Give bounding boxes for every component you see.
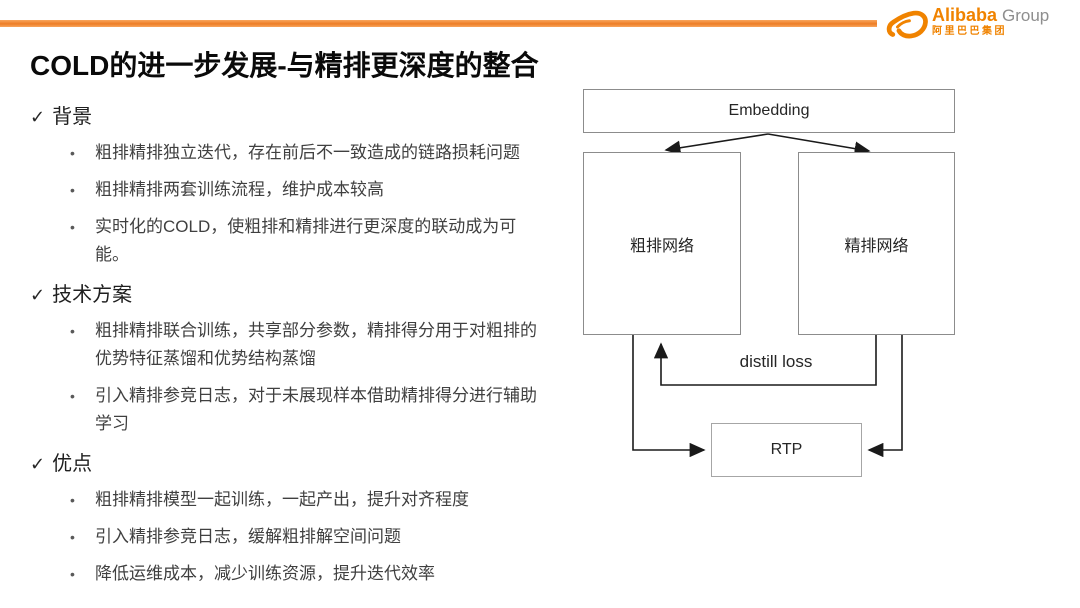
bullet-marker: • <box>70 145 75 161</box>
logo-suffix: Group <box>1002 6 1050 25</box>
bullet-text: 粗排精排两套训练流程，维护成本较高 <box>95 180 384 199</box>
logo-name: Alibaba <box>932 5 998 25</box>
content-column: ✓ 背景 • 粗排精排独立迭代，存在前后不一致造成的链路损耗问题 • 粗排精排两套训… <box>30 104 546 601</box>
bullet-list: • 粗排精排模型一起训练，一起产出，提升对齐程度 • 引入精排参竞日志，缓解粗排解空… <box>30 486 546 588</box>
rtp-box: RTP <box>711 423 862 477</box>
bullet-marker: • <box>70 323 75 339</box>
bullet-list: • 粗排精排独立迭代，存在前后不一致造成的链路损耗问题 • 粗排精排两套训练流程，维… <box>30 139 546 269</box>
bullet-text: 引入精排参竞日志，缓解粗排解空间问题 <box>95 527 401 546</box>
bullet-marker: • <box>70 388 75 404</box>
logo-subtext: 阿里巴巴集团 <box>932 26 1007 37</box>
bullet-text: 粗排精排独立迭代，存在前后不一致造成的链路损耗问题 <box>95 143 520 162</box>
bullet-text: 降低运维成本，减少训练资源，提升迭代效率 <box>95 564 435 583</box>
bullet-text: 实时化的COLD，使粗排和精排进行更深度的联动成为可能。 <box>95 217 517 264</box>
alibaba-mark-icon <box>886 10 928 39</box>
bullet-item: • 引入精排参竞日志，对于未展现样本借助精排得分进行辅助学习 <box>70 382 546 438</box>
section-background: ✓ 背景 • 粗排精排独立迭代，存在前后不一致造成的链路损耗问题 • 粗排精排两套训… <box>30 104 546 269</box>
accent-bar <box>0 20 877 27</box>
alibaba-logo: Alibaba Group 阿里巴巴集团 <box>886 6 1066 46</box>
coarse-ranking-network-box: 粗排网络 <box>583 152 741 335</box>
bullet-item: • 降低运维成本，减少训练资源，提升迭代效率 <box>70 560 546 588</box>
section-advantages: ✓ 优点 • 粗排精排模型一起训练，一起产出，提升对齐程度 • 引入精排参竞日志，缓… <box>30 451 546 588</box>
bullet-text: 引入精排参竞日志，对于未展现样本借助精排得分进行辅助学习 <box>95 386 537 433</box>
bullet-item: • 粗排精排模型一起训练，一起产出，提升对齐程度 <box>70 486 546 514</box>
section-heading-row: ✓ 背景 <box>30 104 546 130</box>
logo-text: Alibaba Group 阿里巴巴集团 <box>932 6 1049 37</box>
checkmark-icon: ✓ <box>30 285 46 305</box>
checkmark-icon: ✓ <box>30 107 46 127</box>
distill-loss-label: distill loss <box>739 352 813 371</box>
section-heading: 背景 <box>52 106 93 128</box>
checkmark-icon: ✓ <box>30 454 46 474</box>
bullet-item: • 引入精排参竞日志，缓解粗排解空间问题 <box>70 523 546 551</box>
bullet-marker: • <box>70 529 75 545</box>
section-heading: 技术方案 <box>52 284 133 306</box>
section-heading: 优点 <box>52 453 93 475</box>
bullet-item: • 粗排精排独立迭代，存在前后不一致造成的链路损耗问题 <box>70 139 546 167</box>
section-heading-row: ✓ 技术方案 <box>30 282 546 308</box>
embedding-box: Embedding <box>583 89 955 133</box>
fine-ranking-network-box: 精排网络 <box>798 152 955 335</box>
bullet-text: 粗排精排联合训练，共享部分参数，精排得分用于对粗排的优势特征蒸馏和优势结构蒸馏 <box>95 321 537 368</box>
section-heading-row: ✓ 优点 <box>30 451 546 477</box>
bullet-text: 粗排精排模型一起训练，一起产出，提升对齐程度 <box>95 490 469 509</box>
bullet-marker: • <box>70 182 75 198</box>
page-title: COLD的进一步发展-与精排更深度的整合 <box>30 50 539 81</box>
bullet-list: • 粗排精排联合训练，共享部分参数，精排得分用于对粗排的优势特征蒸馏和优势结构蒸馏… <box>30 317 546 438</box>
section-solution: ✓ 技术方案 • 粗排精排联合训练，共享部分参数，精排得分用于对粗排的优势特征蒸馏… <box>30 282 546 438</box>
bullet-marker: • <box>70 566 75 582</box>
bullet-item: • 粗排精排两套训练流程，维护成本较高 <box>70 176 546 204</box>
bullet-marker: • <box>70 492 75 508</box>
architecture-diagram: Embedding 粗排网络 精排网络 distill loss RTP <box>560 80 980 500</box>
diagram-connectors <box>632 133 903 458</box>
bullet-item: • 实时化的COLD，使粗排和精排进行更深度的联动成为可能。 <box>70 213 546 269</box>
bullet-marker: • <box>70 219 75 235</box>
bullet-item: • 粗排精排联合训练，共享部分参数，精排得分用于对粗排的优势特征蒸馏和优势结构蒸馏 <box>70 317 546 373</box>
